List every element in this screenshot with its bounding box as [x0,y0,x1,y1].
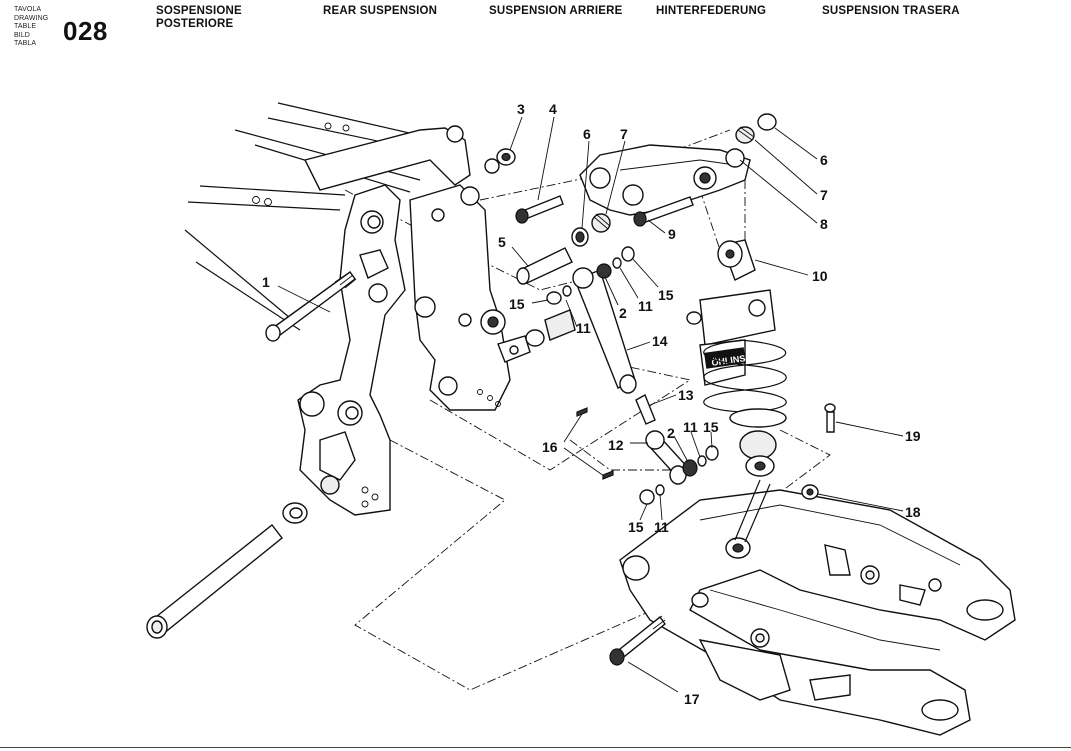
part-18-19-fasteners [801,403,836,500]
swingarm [619,479,1016,736]
label-tabla: TABLA [14,40,37,48]
callout-11d: 11 [654,519,669,535]
label-drawing: DRAWING [14,14,49,22]
callout-13: 13 [678,387,694,403]
callout-11a: 11 [638,298,653,314]
callout-7a: 7 [620,126,628,142]
callout-15a: 15 [658,287,674,303]
callout-2b: 2 [667,425,675,441]
callout-16: 16 [542,439,558,455]
part-10-shock-absorber: ÖHLINS [686,239,787,477]
callout-2a: 2 [619,305,627,321]
callout-6b: 6 [820,152,828,168]
callout-15b: 15 [509,296,525,312]
part-1-long-bolt [265,271,357,342]
callout-11b: 11 [576,320,591,336]
frame [184,102,531,516]
header-labels: TAVOLA DRAWING TABLE BILD TABLA [14,6,48,49]
part-14-tie-rod [525,246,637,394]
callout-15d: 15 [628,519,644,535]
callout-14: 14 [652,333,668,349]
label-tavola: TAVOLA [14,6,42,13]
callout-19: 19 [905,428,921,444]
label-table: TABLE [14,23,37,31]
callout-10: 10 [812,268,828,284]
bottom-rule [0,747,1071,748]
callout-numbers: 1 2 2 3 4 5 6 6 7 7 8 9 10 11 11 11 11 1… [262,101,921,707]
table-number: 028 [63,16,108,46]
title-german: HINTERFEDERUNG [656,5,767,17]
callout-17: 17 [684,691,700,707]
swingarm-pivot-shaft [146,502,308,639]
title-spanish: SUSPENSION TRASERA [822,5,960,17]
callout-6a: 6 [583,126,591,142]
title-italian: SOSPENSIONE POSTERIORE [156,5,242,30]
label-bild: BILD [14,31,30,39]
callout-18: 18 [905,504,921,520]
part-17-bolt [609,615,666,666]
title-english: REAR SUSPENSION [323,5,438,17]
callout-12: 12 [608,437,624,453]
callout-11c: 11 [683,419,698,435]
callout-15c: 15 [703,419,719,435]
callout-4: 4 [549,101,557,117]
title-french: SUSPENSION ARRIERE [489,5,623,17]
part-12-13-linkage [576,394,719,505]
callout-3: 3 [517,101,525,117]
callout-5: 5 [498,234,506,250]
callout-7b: 7 [820,187,828,203]
leader-lines [277,116,904,693]
callout-8: 8 [820,216,828,232]
bushings [484,113,777,285]
callout-9: 9 [668,226,676,242]
rocker-link [579,144,751,216]
callout-1: 1 [262,274,270,290]
